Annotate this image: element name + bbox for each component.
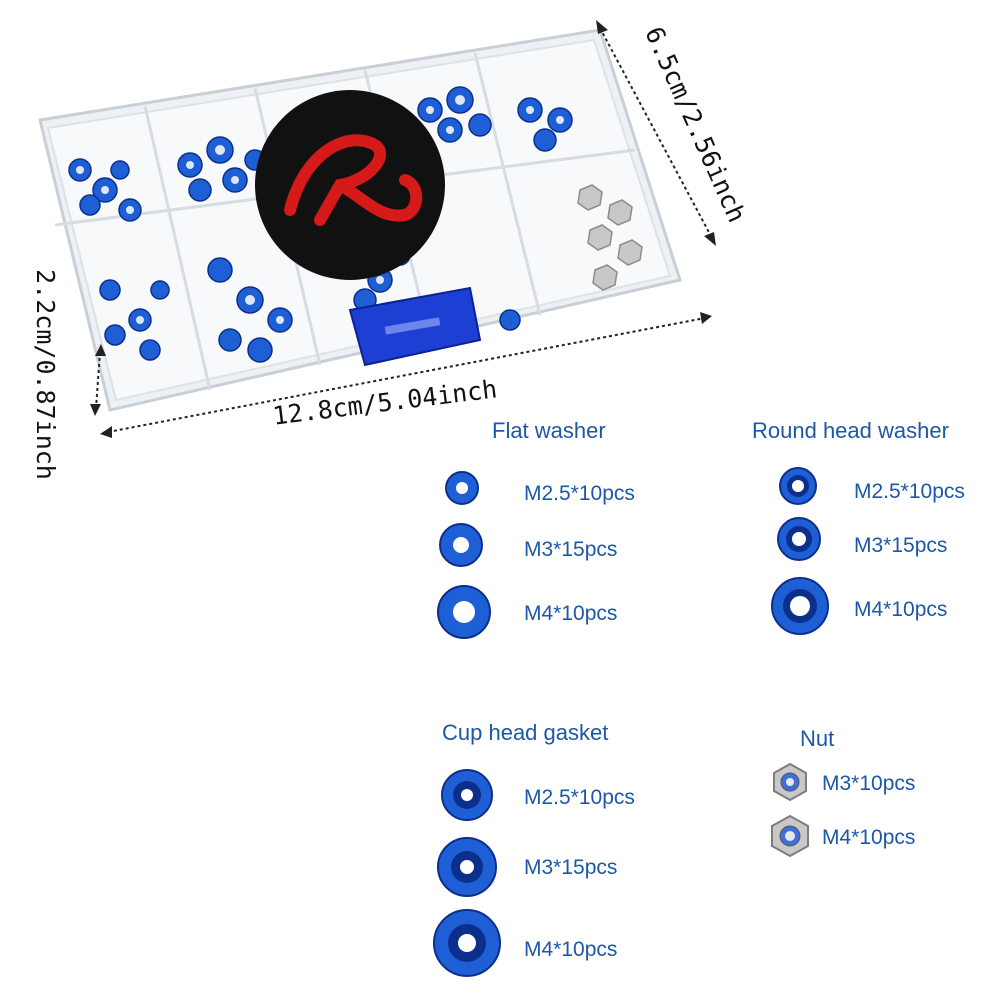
dimension-depth-label: 2.2cm/0.87inch (30, 269, 60, 480)
nut-heading: Nut (800, 726, 835, 751)
organizer-box-photo (20, 20, 700, 420)
brand-logo-mark (284, 134, 423, 226)
cup-head-gasket-item-label: M4*10pcs (524, 938, 618, 961)
round-head-washer-item-label: M2.5*10pcs (854, 480, 965, 503)
round-head-washer-icon (770, 576, 830, 636)
cup-head-gasket-item-label: M2.5*10pcs (524, 786, 635, 809)
cup-head-gasket-icon (440, 768, 494, 822)
flat-washer-item-label: M2.5*10pcs (524, 482, 635, 505)
nut-item-label: M4*10pcs (822, 826, 916, 849)
flat-washer-heading: Flat washer (492, 418, 606, 443)
cup-head-gasket-item-label: M3*15pcs (524, 856, 618, 879)
nut-icon (768, 814, 812, 858)
nut-item-label: M3*10pcs (822, 772, 916, 795)
organizer-box-illustration (38, 28, 682, 412)
round-head-washer-icon (778, 466, 818, 506)
round-head-washer-item-label: M4*10pcs (854, 598, 948, 621)
flat-washer-item-label: M4*10pcs (524, 602, 618, 625)
round-head-washer-icon (776, 516, 822, 562)
flat-washer-icon (436, 584, 492, 640)
cup-head-gasket-heading: Cup head gasket (442, 720, 609, 745)
flat-washer-icon (438, 522, 484, 568)
cup-head-gasket-icon (432, 908, 502, 978)
round-head-washer-item-label: M3*15pcs (854, 534, 948, 557)
nut-icon (770, 762, 810, 802)
cup-head-gasket-icon (436, 836, 498, 898)
flat-washer-icon (444, 470, 480, 506)
flat-washer-item-label: M3*15pcs (524, 538, 618, 561)
round-head-washer-heading: Round head washer (752, 418, 949, 443)
